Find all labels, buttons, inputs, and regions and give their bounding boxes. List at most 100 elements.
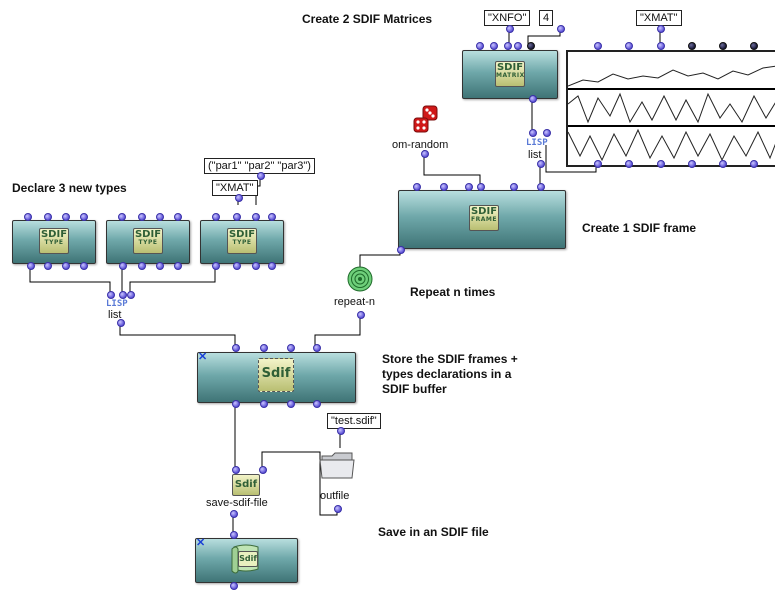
save-inlet-2[interactable] (259, 466, 267, 474)
file-inlet[interactable] (230, 531, 238, 539)
buffer-outlet-1[interactable] (232, 400, 240, 408)
lisp-list-top-outlet[interactable] (537, 160, 545, 168)
editor-inlet-5[interactable] (719, 42, 727, 50)
value-xmat-decl[interactable]: "XMAT" (212, 180, 258, 196)
value-four-outlet[interactable] (557, 25, 565, 33)
type3-outlet-1[interactable] (212, 262, 220, 270)
lisp-list-top-inlet-1[interactable] (529, 129, 537, 137)
type1-inlet-4[interactable] (80, 213, 88, 221)
matrix-inlet-2[interactable] (490, 42, 498, 50)
matrix-inlet-4[interactable] (514, 42, 522, 50)
dice-icon[interactable] (411, 104, 441, 136)
matrix-inlet-3[interactable] (504, 42, 512, 50)
save-sdif-file-icon[interactable]: Sdif (232, 474, 260, 496)
matrix-data-editor[interactable] (566, 50, 775, 167)
type1-outlet-1[interactable] (27, 262, 35, 270)
type1-inlet-2[interactable] (44, 213, 52, 221)
save-inlet-1[interactable] (232, 466, 240, 474)
type2-inlet-1[interactable] (118, 213, 126, 221)
lisp-list-left-inlet-3[interactable] (127, 291, 135, 299)
editor-inlet-4[interactable] (688, 42, 696, 50)
frame-inlet-3[interactable] (465, 183, 473, 191)
type3-inlet-2[interactable] (233, 213, 241, 221)
type3-outlet-3[interactable] (252, 262, 260, 270)
type2-outlet-3[interactable] (156, 262, 164, 270)
om-random-outlet[interactable] (421, 150, 429, 158)
buffer-inlet-4[interactable] (313, 344, 321, 352)
frame-inlet-5[interactable] (510, 183, 518, 191)
frame-inlet-6[interactable] (537, 183, 545, 191)
lisp-list-left-inlet-1[interactable] (107, 291, 115, 299)
type3-inlet-1[interactable] (212, 213, 220, 221)
value-filename-outlet[interactable] (337, 427, 345, 435)
save-outlet[interactable] (230, 510, 238, 518)
editor-inlet-2[interactable] (625, 42, 633, 50)
buffer-inlet-1[interactable] (232, 344, 240, 352)
value-xmat-top-outlet[interactable] (657, 25, 665, 33)
type1-inlet-3[interactable] (62, 213, 70, 221)
sdif-buffer-box[interactable]: Sdif (197, 352, 356, 403)
editor-inlet-1[interactable] (594, 42, 602, 50)
type2-inlet-3[interactable] (156, 213, 164, 221)
buffer-inlet-2[interactable] (260, 344, 268, 352)
value-xnfo[interactable]: "XNFO" (484, 10, 531, 26)
value-xmat-decl-outlet[interactable] (235, 194, 243, 202)
type2-outlet-1[interactable] (119, 262, 127, 270)
value-four[interactable]: 4 (539, 10, 554, 26)
frame-inlet-1[interactable] (413, 183, 421, 191)
type2-inlet-2[interactable] (138, 213, 146, 221)
lisp-list-left-icon[interactable]: LISP (106, 299, 128, 309)
value-params-outlet[interactable] (257, 172, 265, 180)
type2-inlet-4[interactable] (174, 213, 182, 221)
value-filename[interactable]: "test.sdif" (327, 413, 381, 429)
buffer-outlet-2[interactable] (260, 400, 268, 408)
type3-outlet-4[interactable] (268, 262, 276, 270)
sdif-file-box[interactable]: Sdif (195, 538, 298, 583)
value-xnfo-outlet[interactable] (506, 25, 514, 33)
outfile-outlet[interactable] (334, 505, 342, 513)
matrix-outlet[interactable] (529, 95, 537, 103)
repeat-icon[interactable] (346, 265, 374, 293)
editor-outlet-1[interactable] (594, 160, 602, 168)
editor-outlet-3[interactable] (657, 160, 665, 168)
file-outlet[interactable] (230, 582, 238, 590)
matrix-inlet-1[interactable] (476, 42, 484, 50)
editor-inlet-3[interactable] (657, 42, 665, 50)
type3-outlet-2[interactable] (233, 262, 241, 270)
lisp-list-top-icon[interactable]: LISP (526, 138, 548, 148)
value-xmat-top[interactable]: "XMAT" (636, 10, 682, 26)
buffer-outlet-4[interactable] (313, 400, 321, 408)
lisp-list-top-label: list (528, 149, 542, 161)
editor-outlet-4[interactable] (688, 160, 696, 168)
type1-outlet-3[interactable] (62, 262, 70, 270)
folder-icon[interactable] (318, 448, 356, 482)
lisp-list-left-inlet-2[interactable] (119, 291, 127, 299)
frame-inlet-2[interactable] (440, 183, 448, 191)
repeat-n-outlet[interactable] (357, 311, 365, 319)
buffer-inlet-3[interactable] (287, 344, 295, 352)
lisp-list-left-outlet[interactable] (117, 319, 125, 327)
buffer-close-icon[interactable]: ✕ (198, 351, 208, 363)
type1-outlet-4[interactable] (80, 262, 88, 270)
type2-outlet-4[interactable] (174, 262, 182, 270)
frame-outlet[interactable] (397, 246, 405, 254)
editor-inlet-6[interactable] (750, 42, 758, 50)
type1-inlet-1[interactable] (24, 213, 32, 221)
type1-outlet-2[interactable] (44, 262, 52, 270)
type3-inlet-3[interactable] (252, 213, 260, 221)
frame-inlet-4[interactable] (477, 183, 485, 191)
buffer-outlet-3[interactable] (287, 400, 295, 408)
file-close-icon[interactable]: ✕ (196, 537, 206, 549)
editor-outlet-6[interactable] (750, 160, 758, 168)
matrix-inlet-5[interactable] (527, 42, 535, 50)
editor-outlet-5[interactable] (719, 160, 727, 168)
type3-inlet-4[interactable] (268, 213, 276, 221)
editor-outlet-2[interactable] (625, 160, 633, 168)
type2-outlet-2[interactable] (138, 262, 146, 270)
lisp-list-top-inlet-2[interactable] (543, 129, 551, 137)
